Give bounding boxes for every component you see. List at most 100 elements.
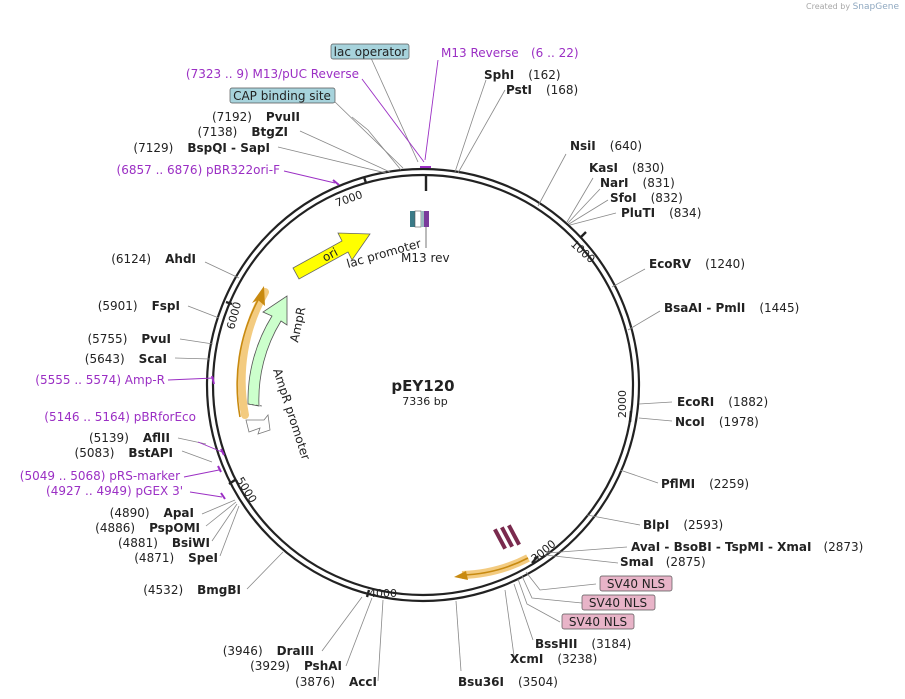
tick-mark-5000 — [228, 479, 236, 485]
site-name[interactable]: NsiI — [570, 139, 596, 153]
site-name[interactable]: AccI — [349, 675, 377, 689]
lac-operator-feature[interactable] — [421, 211, 424, 227]
lac-promoter-feature[interactable] — [414, 210, 422, 228]
sv40-nls-box-3[interactable] — [561, 613, 635, 630]
left-sites: (7192)PvuII (7138)BtgZI (7129)BspQI - Sa… — [75, 110, 377, 689]
site-position: (1240) — [705, 257, 745, 271]
lac-operator-box[interactable] — [330, 43, 410, 60]
site-name[interactable]: BtgZI — [251, 125, 288, 139]
primer-prs-marker[interactable]: (5049 .. 5068) pRS-marker — [20, 469, 180, 483]
m13-rev-feature[interactable] — [424, 211, 429, 227]
site-name[interactable]: BsiWI — [172, 536, 210, 550]
site-position: (6124) — [111, 252, 151, 266]
svg-text:XcmI(3238): XcmI(3238) — [510, 652, 597, 666]
primer-m13-reverse-label[interactable]: M13 Reverse — [441, 46, 519, 60]
site-name[interactable]: SpeI — [188, 551, 218, 565]
primer-amp-r[interactable]: (5555 .. 5574) Amp-R — [35, 373, 165, 387]
svg-text:EcoRV(1240): EcoRV (1240) — [649, 257, 745, 271]
tick-label-4000: 4000 — [369, 587, 397, 600]
site-name[interactable]: BspQI - SapI — [187, 141, 270, 155]
primer-pgex-3[interactable]: (4927 .. 4949) pGEX 3' — [46, 484, 183, 498]
m13-rev-label: M13 rev — [401, 251, 450, 265]
site-name[interactable]: SmaI — [620, 555, 654, 569]
ampr-promoter-feature[interactable] — [245, 414, 271, 435]
site-position: (4886) — [95, 521, 135, 535]
site-name[interactable]: PspOMI — [149, 521, 200, 535]
bottom-site-leaders — [455, 571, 597, 672]
sv40-nls-box-2[interactable] — [581, 594, 656, 611]
nls-feature-1[interactable] — [493, 528, 507, 550]
svg-text:NsiI(640): NsiI(640) — [570, 139, 642, 153]
sv40-nls-box-3-label: SV40 NLS — [569, 615, 627, 629]
scale-ticks — [225, 175, 633, 598]
ori-feature[interactable] — [292, 232, 371, 280]
site-position: (5139) — [89, 431, 129, 445]
primer-m13-puc-reverse[interactable]: (7323 .. 9) M13/pUC Reverse — [186, 67, 359, 81]
site-name[interactable]: AvaI - BsoBI - TspMI - XmaI — [631, 540, 811, 554]
cap-site-feature[interactable] — [410, 211, 415, 227]
sv40-nls-box-2-label: SV40 NLS — [589, 596, 647, 610]
site-name[interactable]: KasI — [589, 161, 618, 175]
site-name[interactable]: XcmI — [510, 652, 543, 666]
svg-text:SphI(162): SphI(162) — [484, 68, 561, 82]
site-position: (4890) — [110, 506, 150, 520]
site-name[interactable]: BssHII — [535, 637, 577, 651]
ampr-cds-arrowhead — [252, 286, 265, 306]
svg-text:KasI(830): KasI(830) — [589, 161, 664, 175]
site-name[interactable]: AhdI — [165, 252, 196, 266]
svg-text:(3876)AccI: (3876)AccI — [295, 675, 377, 689]
svg-text:NarI(831): NarI (831) — [600, 176, 675, 190]
site-position: (4871) — [134, 551, 174, 565]
site-position: (834) — [669, 206, 701, 220]
site-name[interactable]: DraIII — [277, 644, 314, 658]
ampr-cds-arrow — [236, 299, 259, 418]
tick-label-6000: 6000 — [224, 300, 244, 330]
site-name[interactable]: SfoI — [610, 191, 637, 205]
svg-text:BsaAI - PmlI(1445): BsaAI - PmlI(1445) — [664, 301, 799, 315]
tick-label-7000: 7000 — [334, 188, 365, 210]
site-name[interactable]: FspI — [152, 299, 180, 313]
primer-pbrforeco[interactable]: (5146 .. 5164) pBRforEco — [44, 410, 196, 424]
site-position: (4532) — [143, 583, 183, 597]
site-name[interactable]: BstAPI — [128, 446, 173, 460]
site-position: (1882) — [728, 395, 768, 409]
cap-binding-box[interactable] — [229, 87, 336, 104]
site-name[interactable]: PshAI — [304, 659, 342, 673]
site-name[interactable]: PvuII — [266, 110, 300, 124]
site-name[interactable]: EcoRV — [649, 257, 692, 271]
site-name[interactable]: NarI — [600, 176, 629, 190]
site-name[interactable]: PvuI — [141, 332, 171, 346]
site-name[interactable]: NcoI — [675, 415, 705, 429]
tick-mark-3000 — [531, 555, 539, 564]
site-name[interactable]: EcoRI — [677, 395, 714, 409]
nls-cds-arrowhead — [454, 571, 468, 580]
site-position: (7138) — [197, 125, 237, 139]
svg-text:BssHII(3184): BssHII(3184) — [535, 637, 631, 651]
site-name[interactable]: Bsu36I — [458, 675, 504, 689]
primer-m13-reverse-range: (6 .. 22) — [531, 46, 579, 60]
sv40-nls-box-1[interactable] — [599, 575, 673, 592]
credit-prefix: Created by — [806, 2, 851, 11]
site-name[interactable]: BlpI — [643, 518, 669, 532]
site-name[interactable]: PluTI — [621, 206, 655, 220]
ampr-label: AmpR — [287, 306, 308, 344]
site-name[interactable]: BmgBI — [197, 583, 241, 597]
site-name[interactable]: PflMI — [661, 477, 695, 491]
nls-feature-3[interactable] — [507, 524, 521, 546]
site-name[interactable]: ApaI — [164, 506, 194, 520]
primer-pbr322ori-f[interactable]: (6857 .. 6876) pBR322ori-F — [117, 163, 281, 177]
svg-text:(3946)DraIII: (3946)DraIII — [223, 644, 314, 658]
site-position: (3504) — [518, 675, 558, 689]
site-name[interactable]: PstI — [506, 83, 532, 97]
site-name[interactable]: ScaI — [139, 352, 167, 366]
nls-feature-2[interactable] — [500, 526, 514, 548]
site-name[interactable]: AflII — [143, 431, 170, 445]
svg-text:EcoRI(1882): EcoRI (1882) — [677, 395, 768, 409]
ampr-feature[interactable] — [247, 295, 288, 407]
site-name[interactable]: BsaAI - PmlI — [664, 301, 745, 315]
svg-text:(5139)AflII: (5139) AflII — [89, 431, 170, 445]
site-position: (831) — [643, 176, 675, 190]
tick-label-3000: 3000 — [529, 537, 559, 565]
svg-text:(5755)PvuI: (5755)PvuI — [87, 332, 171, 346]
site-name[interactable]: SphI — [484, 68, 514, 82]
